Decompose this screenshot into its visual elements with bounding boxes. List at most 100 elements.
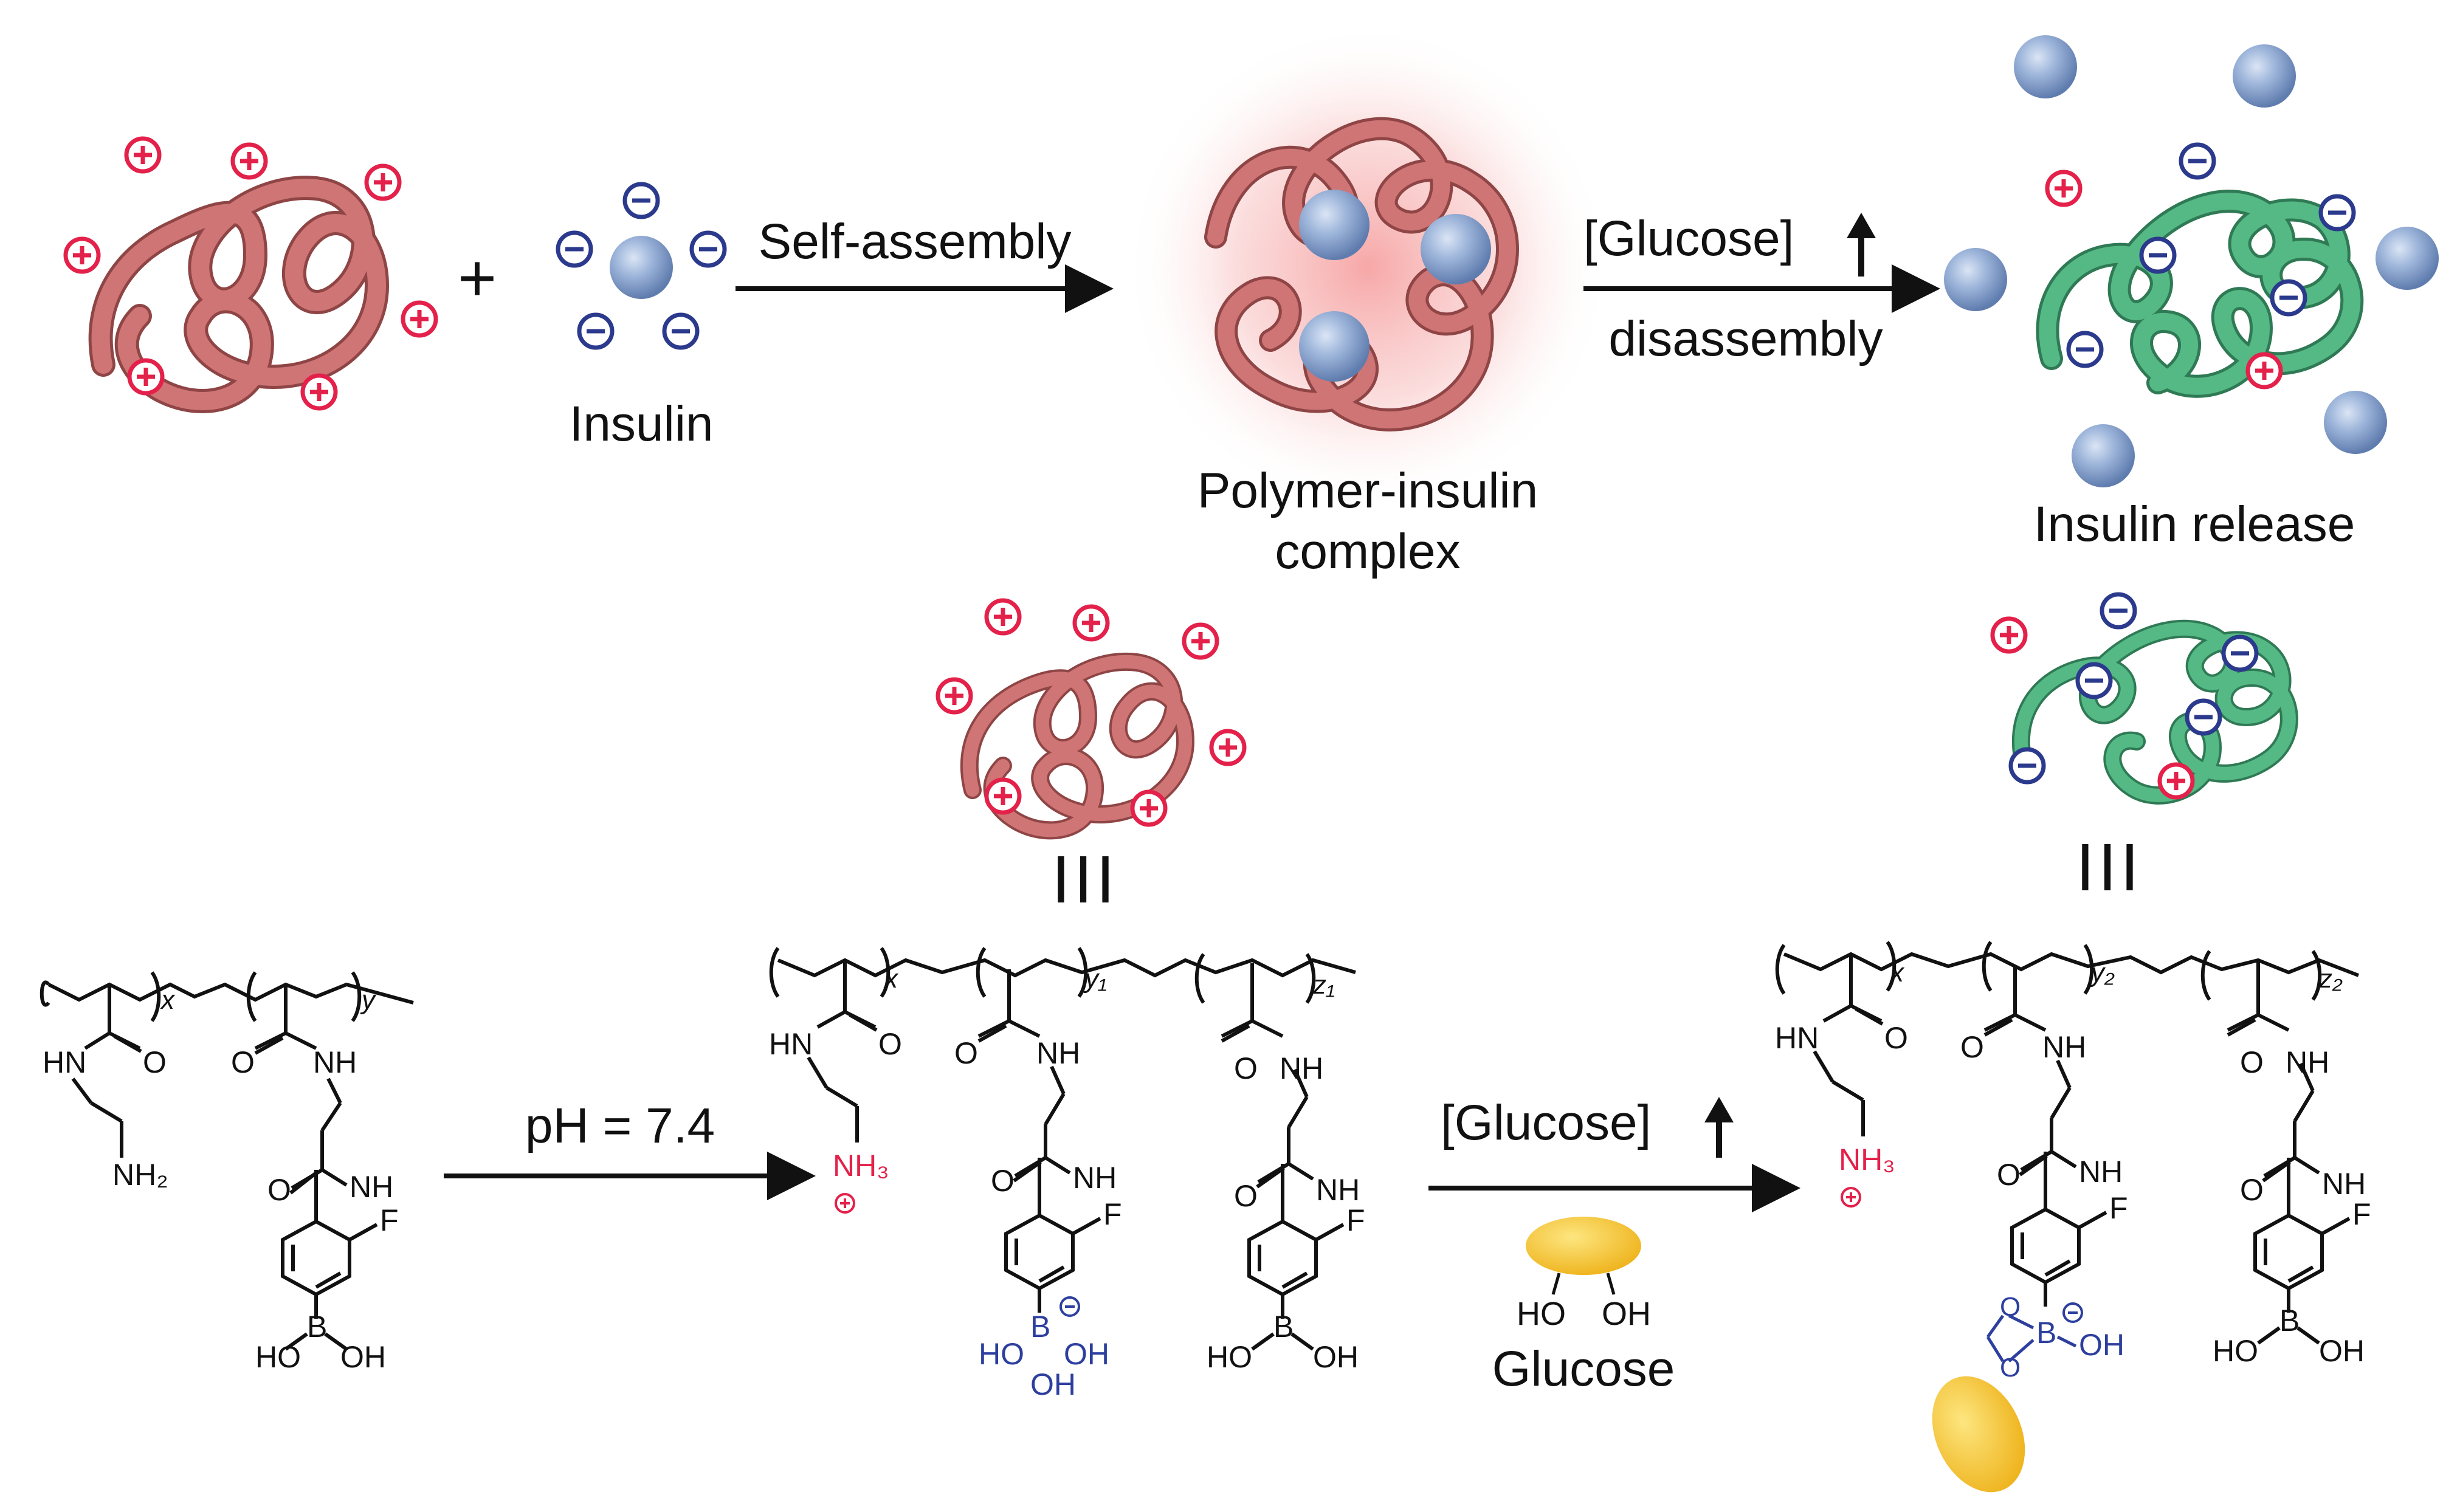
insulin-sphere [2376,227,2439,290]
negative-charge-icon [2181,145,2214,177]
chem-label: O [143,1045,167,1079]
chem-label: O [954,1036,978,1070]
chem-label: O [267,1173,291,1207]
negative-charge-icon [2069,333,2101,366]
cationic-polymer-small [938,600,1244,840]
equivalence-symbol-right: III [2076,830,2143,905]
chem-label: O [1960,1030,1984,1064]
ammonium-label: NH₃ [1839,1143,1895,1177]
chem-label: O [2240,1173,2264,1207]
chem-label: O [878,1027,902,1061]
chem-label: NH₂ [112,1158,168,1192]
insulin-sphere [610,236,673,299]
subscript-z2: z₂ [2318,964,2343,994]
chem-label: O [1234,1051,1258,1085]
negative-charge-icon [2141,239,2174,272]
negative-charge-icon [2011,749,2044,782]
subscript-y1: y₁ [1083,964,1107,994]
glucose-ho-label: HO [1517,1296,1566,1332]
chem-structure-2 [769,947,1356,1351]
negative-charge-small-icon [2062,1302,2083,1323]
positive-charge-icon [2248,354,2281,387]
chem-structure-2-labels: x y₁ z₁ HN O NH₃ O NH O NH F B HO OH OH … [769,964,1365,1401]
up-arrow-icon [1704,1097,1734,1158]
subscript-x: x [160,985,176,1015]
positive-charge-icon [2160,765,2193,797]
chem-label: F [2109,1191,2128,1225]
boronate-label: B [2036,1316,2056,1350]
chem-label: B [2279,1304,2300,1338]
chem-label: B [307,1310,327,1344]
boronate-label: HO [979,1337,1024,1371]
insulin-sphere [2014,35,2077,98]
chem-label: F [380,1203,399,1237]
positive-charge-icon [303,376,336,408]
chem-label: O [1884,1021,1908,1055]
chem-structure-3-labels: x y₂ z₂ HN O NH₃ O NH O NH F B O O OH O … [1775,958,2371,1383]
positive-charge-icon [987,780,1019,813]
insulin-sphere [1421,214,1491,284]
glucose-oh-label: OH [1602,1296,1651,1332]
positive-charge-icon [2047,172,2080,205]
negative-charge-icon [2187,701,2220,734]
positive-charge-icon [233,145,266,177]
chem-label: NH [2322,1167,2366,1201]
equivalence-symbol-left: III [1052,842,1118,917]
chem-label: O [231,1045,255,1079]
insulin-label: Insulin [569,396,713,452]
positive-charge-icon [1132,792,1165,825]
chem-structure-1-labels: x y HN O NH₂ O NH O NH F B HO OH [43,985,399,1374]
anionic-polymer-released [2036,145,2364,398]
cationic-polymer-coil [88,176,389,413]
positive-charge-small-icon [835,1193,855,1214]
chem-label: HO [1207,1340,1252,1374]
boronate-label: OH [2079,1328,2124,1362]
positive-charge-small-icon [1841,1187,1861,1208]
glucose-name-label: Glucose [1492,1341,1675,1397]
plus-sign: + [458,241,497,315]
chem-label: NH [2079,1155,2123,1189]
boronate-label: B [1030,1310,1050,1344]
insulin-with-charges [558,184,725,348]
anionic-polymer-small [1993,594,2298,805]
chem-label: NH [2042,1030,2086,1064]
positive-charge-icon [403,303,436,335]
positive-charge-icon [938,679,971,712]
chem-label: F [1346,1203,1365,1237]
boronate-label: OH [1064,1337,1109,1371]
chem-label: F [1103,1197,1122,1231]
negative-charge-small-icon [1059,1296,1080,1317]
chem-label: O [1234,1179,1258,1213]
chem-label: NH [1036,1036,1080,1070]
complex-label-line1: Polymer-insulin [1197,463,1538,518]
chem-label: F [2352,1197,2371,1231]
complex-label-line2: complex [1275,524,1460,579]
subscript-z1: z₁ [1312,970,1335,1000]
negative-charge-icon [2321,196,2354,229]
positive-charge-icon [367,166,399,199]
chem-structure-3 [1775,941,2360,1345]
insulin-sphere [2233,44,2296,108]
positive-charge-icon [126,139,159,171]
insulin-sphere [2072,424,2135,487]
self-assembly-label: Self-assembly [759,214,1072,269]
insulin-sphere [1299,311,1370,382]
negative-charge-icon [558,233,591,266]
complex-glow [1125,24,1611,510]
chem-label: NH [350,1170,393,1204]
glucose-bound [1932,1376,2025,1493]
up-arrow-icon [1847,213,1876,277]
negative-charge-icon [664,315,697,348]
chem-label: NH [1280,1051,1323,1085]
chem-label: OH [2319,1334,2365,1368]
subscript-x: x [883,964,899,994]
positive-charge-icon [129,360,162,393]
glucose-arrow-label: [Glucose] [1441,1095,1651,1150]
chem-label: NH [1073,1161,1117,1195]
boronate-label: O [2000,1353,2021,1383]
positive-charge-icon [1993,619,2025,651]
chem-label: NH [2286,1045,2329,1079]
negative-charge-icon [692,233,725,266]
insulin-sphere [1299,190,1370,260]
